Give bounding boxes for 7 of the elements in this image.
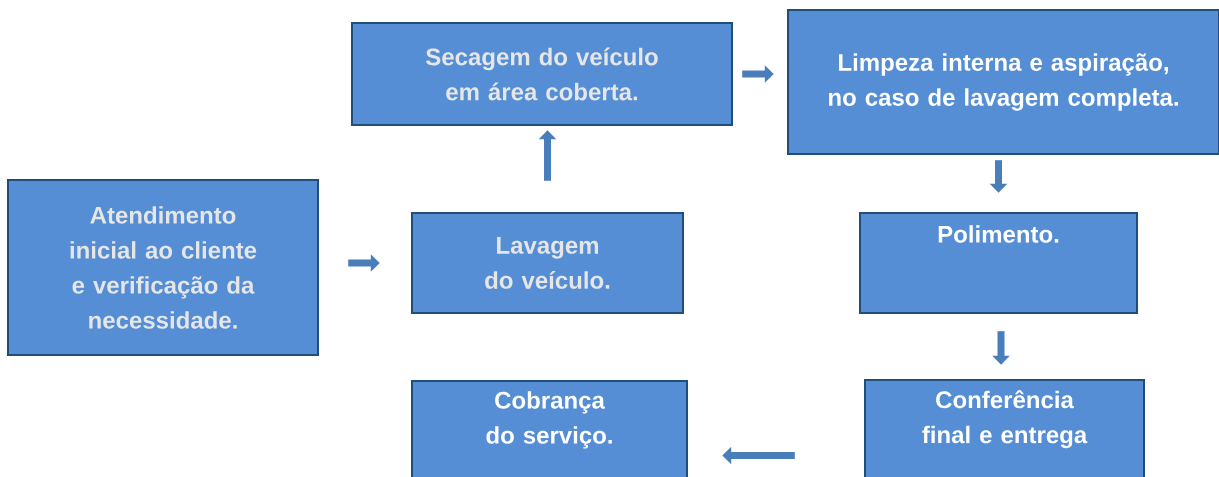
process-box: Polimento. [859,212,1138,314]
process-box: Atendimento inicial ao cliente e verificação da necessidade. [7,179,319,356]
process-box: Limpeza interna e aspiração, no caso de lavagem completa. [787,9,1219,155]
process-box: Cobrança do serviço. [411,380,688,477]
process-box: Lavagem do veículo. [411,212,684,314]
process-box: Secagem do veículo em área coberta. [351,22,733,126]
process-box: Conferência final e entrega [864,379,1145,477]
